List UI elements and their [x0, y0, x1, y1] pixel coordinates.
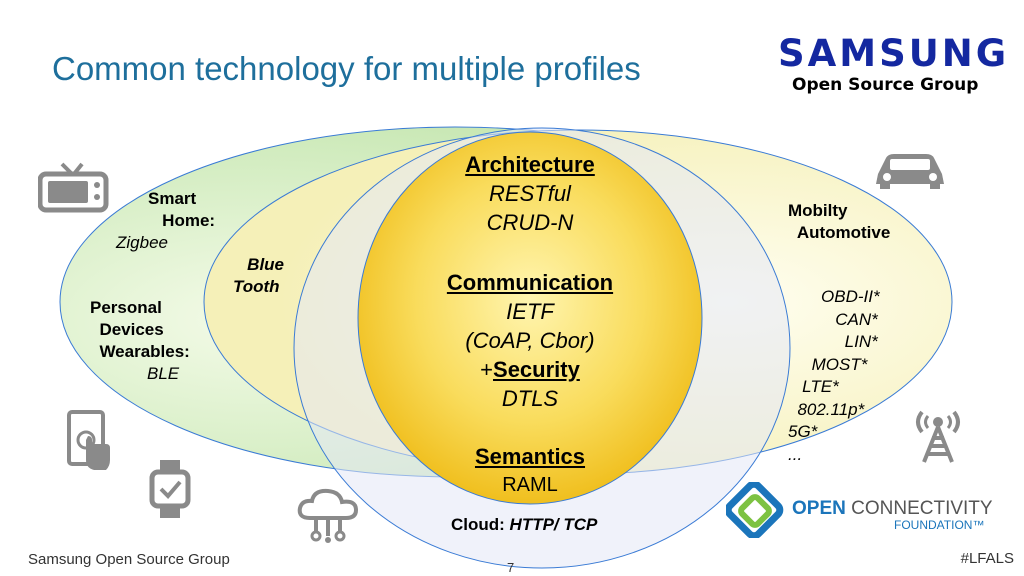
communication-heading: Communication — [446, 270, 614, 295]
mobility-label: Mobilty Automotive — [788, 201, 891, 242]
logo-brand: SAMSUNG — [778, 32, 1010, 75]
car-icon — [876, 154, 944, 189]
footer-left-text: Samsung Open Source Group — [28, 551, 230, 568]
communication-items: IETF (CoAP, Cbor) — [465, 299, 595, 353]
security-items: DTLS — [501, 386, 559, 411]
ocf-connectivity: CONNECTIVITY — [851, 498, 993, 519]
page-number: 7 — [507, 560, 515, 575]
smart-home-label: Smart Home: — [148, 189, 216, 230]
cloud-network-icon — [297, 488, 359, 543]
ocf-logo-mark-icon — [726, 482, 784, 538]
core-circle — [357, 131, 703, 505]
antenna-tower-icon — [916, 410, 960, 463]
security-heading: Security — [493, 357, 580, 382]
smart-home-tech: Zigbee — [116, 233, 168, 252]
core-communication: Communication IETF (CoAP, Cbor) +Securit… — [400, 268, 660, 413]
cloud-tech: HTTP/ TCP — [509, 515, 598, 534]
ocf-logo-line1: OPEN CONNECTIVITY — [792, 498, 993, 520]
architecture-items: RESTful CRUD-N — [486, 181, 574, 235]
ocf-open: OPEN — [792, 498, 852, 519]
cloud-prefix: Cloud: — [451, 515, 510, 534]
mobility-techs: OBD-II* CAN* LIN* MOST* LTE* 802.11p* 5G… — [788, 287, 880, 464]
tablet-touch-icon — [67, 410, 110, 470]
core-architecture: Architecture RESTful CRUD-N — [400, 150, 660, 237]
personal-devices-tech: BLE — [147, 364, 180, 383]
tv-icon — [38, 162, 109, 213]
logo-subtitle: Open Source Group — [792, 75, 979, 95]
samsung-logo: SAMSUNG Open Source Group — [778, 32, 1010, 96]
semantics-heading: Semantics — [474, 444, 586, 469]
ocf-logo: OPEN CONNECTIVITY FOUNDATION™ — [722, 480, 1022, 540]
semantics-items: RAML — [502, 474, 558, 496]
footer-hashtag: #LFALS — [960, 550, 1014, 567]
core-semantics: Semantics RAML — [400, 442, 660, 500]
ocf-logo-line2: FOUNDATION™ — [894, 518, 985, 532]
page-title: Common technology for multiple profiles — [52, 50, 641, 87]
personal-devices-label: Personal Devices Wearables: — [90, 298, 190, 361]
bluetooth-label: Blue Tooth — [233, 255, 285, 296]
smartwatch-icon — [149, 460, 191, 518]
security-prefix: + — [480, 357, 494, 382]
architecture-heading: Architecture — [465, 152, 595, 177]
cloud-label: Cloud: HTTP/ TCP — [451, 514, 597, 536]
